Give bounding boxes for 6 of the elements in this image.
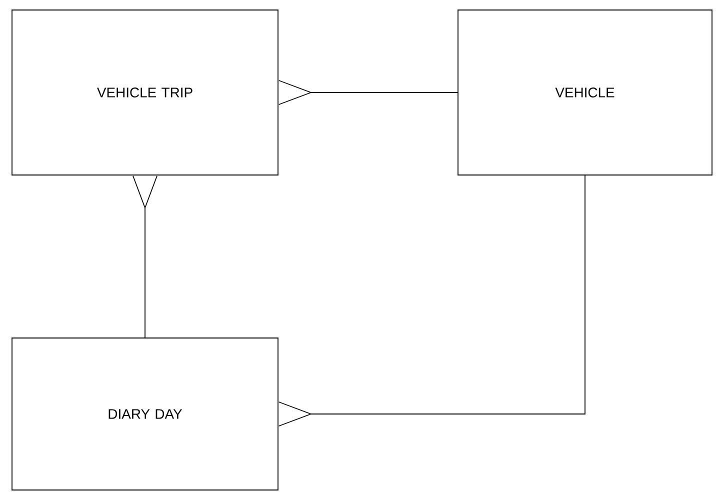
entity-box: VEHICLE <box>458 10 712 176</box>
relationship-line <box>278 80 458 105</box>
relationship-line <box>132 175 158 338</box>
entity-box: VEHICLE TRIP <box>12 10 278 176</box>
entity-box: DIARY DAY <box>12 338 278 490</box>
relationship-line <box>278 175 586 426</box>
